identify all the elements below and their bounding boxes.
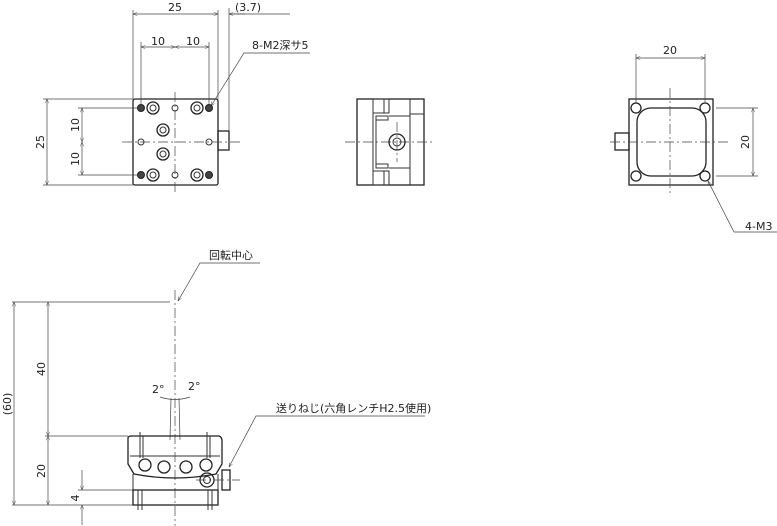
mounting-holes — [137, 101, 213, 182]
dim-pitch-y2: 10 — [69, 152, 82, 166]
dim-pitch-y1: 10 — [69, 118, 82, 132]
side-view — [345, 98, 435, 186]
dim-height: 25 — [34, 135, 47, 149]
dim-lower: 20 — [35, 464, 48, 478]
feed-knob — [217, 130, 230, 151]
dim-total: (60) — [1, 393, 14, 416]
base-plate — [132, 489, 219, 506]
dim-pitch-x2: 10 — [186, 35, 200, 48]
top-view: 25 (3.7) 10 10 8-M2深サ5 25 10 10 — [34, 1, 310, 192]
hole-note-top: 8-M2深サ5 — [252, 39, 308, 52]
feed-screw-note: 送りねじ(六角レンチH2.5使用) — [276, 401, 431, 415]
hole-note-right: 4-M3 — [745, 220, 772, 233]
screw-end-circle — [388, 133, 406, 151]
right-view: 20 20 4-M3 — [610, 44, 777, 233]
dim-upper: 40 — [35, 362, 48, 376]
front-view: 回転中心 (60) 40 20 4 2° 2° — [1, 249, 431, 526]
dim-height-right: 20 — [739, 135, 752, 149]
dim-base: 4 — [69, 495, 82, 502]
dim-width-right: 20 — [663, 44, 677, 57]
rotation-center-note: 回転中心 — [209, 249, 253, 262]
dim-width: 25 — [168, 1, 182, 14]
angle-right: 2° — [188, 380, 201, 393]
dim-pitch-x1: 10 — [151, 35, 165, 48]
rotating-stage-upper — [127, 435, 223, 479]
dim-offset: (3.7) — [235, 1, 261, 14]
angle-left: 2° — [152, 383, 165, 396]
